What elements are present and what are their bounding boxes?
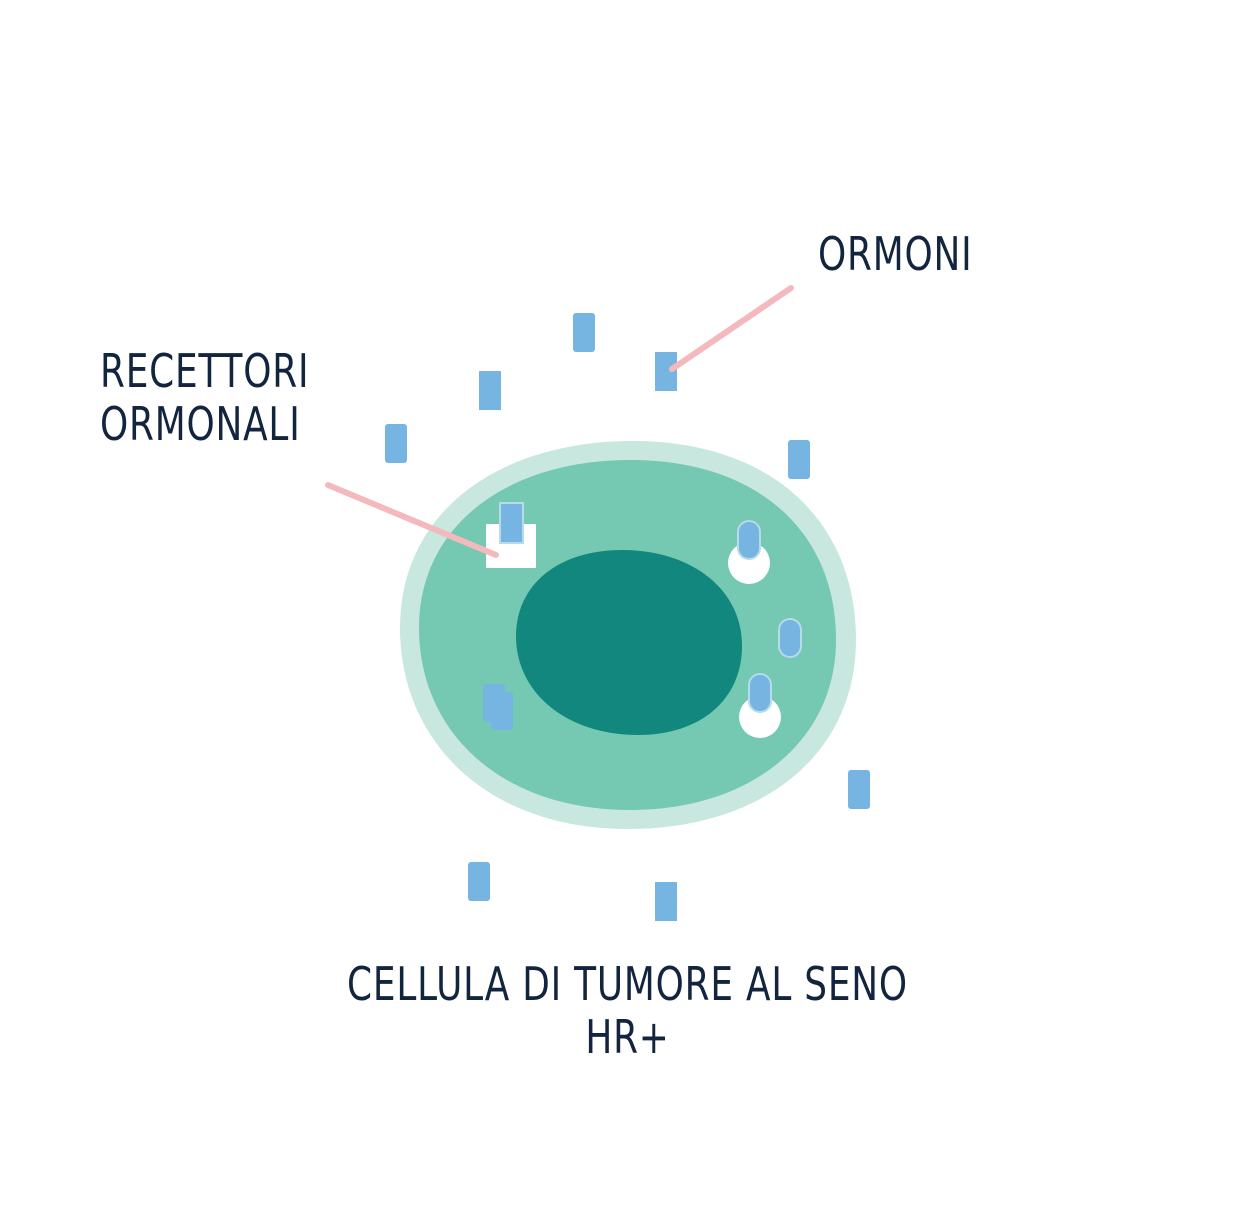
receptors-label-line-2: ORMONALI xyxy=(100,396,301,451)
hormone-receptors-label: RECETTORI ORMONALI xyxy=(100,345,309,451)
nucleus xyxy=(516,550,742,735)
bound-hormone xyxy=(499,502,524,544)
hormone-in-cell xyxy=(491,692,513,730)
hormone-molecule xyxy=(655,352,677,391)
diagram-caption: CELLULA DI TUMORE AL SENO HR+ xyxy=(0,958,1255,1064)
caption-line-2: HR+ xyxy=(585,1009,670,1064)
free-hormones xyxy=(385,313,870,921)
bound-hormone xyxy=(748,673,772,713)
hormone-molecule xyxy=(655,882,677,921)
hormone-molecule xyxy=(573,313,595,352)
caption-line-1: CELLULA DI TUMORE AL SENO xyxy=(347,957,908,1011)
leader-lines xyxy=(325,285,794,558)
receptors-label-line-1: RECETTORI xyxy=(100,344,310,398)
hormones-label: ORMONI xyxy=(818,227,973,281)
hormone-molecule xyxy=(479,371,501,410)
hormone-molecule xyxy=(848,770,870,809)
hormone-molecule xyxy=(468,862,490,901)
hormone-molecule xyxy=(788,440,810,479)
hormone-molecule xyxy=(385,424,407,463)
bound-hormone xyxy=(737,520,761,560)
receptors-leader-line xyxy=(325,482,499,558)
hormone-in-cell xyxy=(778,618,802,658)
hormone-receptors xyxy=(483,502,802,738)
hormones-leader-line xyxy=(669,285,794,372)
